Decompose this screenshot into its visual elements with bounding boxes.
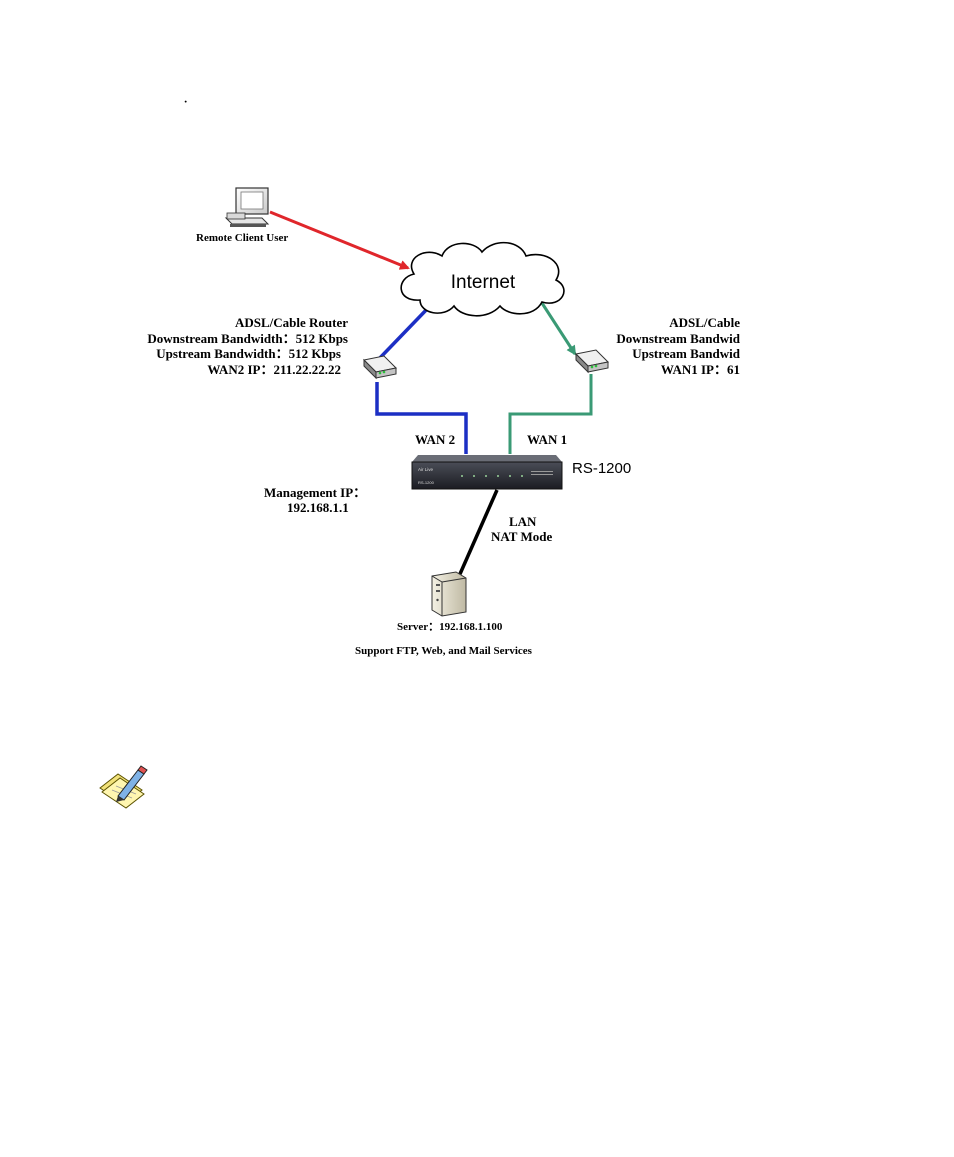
wan2-ip: WAN2 IP：211.22.22.22 — [207, 362, 341, 377]
bullet-marker: · — [183, 94, 189, 111]
wan2-uplink — [374, 304, 432, 364]
wan2-port-label: WAN 2 — [415, 432, 455, 447]
wan1-router-title: ADSL/Cable — [669, 315, 740, 330]
router-icon — [362, 355, 398, 380]
device-model: RS-1200 — [418, 480, 435, 485]
wan2-downstream: Downstream Bandwidth：512 Kbps — [147, 331, 348, 346]
lan-label: LAN — [509, 514, 537, 529]
management-ip-label: Management IP： — [264, 485, 366, 500]
wan1-ip: WAN1 IP：61 — [661, 362, 740, 377]
lan-link — [458, 489, 499, 575]
wan1-uplink — [538, 299, 577, 356]
client-internet-link — [269, 210, 410, 270]
management-ip-value: 192.168.1.1 — [287, 500, 349, 515]
router-icon — [574, 349, 610, 374]
nat-mode-label: NAT Mode — [491, 529, 552, 544]
internet-label: Internet — [451, 272, 516, 293]
rs1200-device: Air Live RS-1200 — [411, 455, 563, 490]
computer-icon — [224, 187, 270, 227]
device-name-label: RS-1200 — [572, 460, 631, 477]
wan1-downlink — [508, 374, 593, 454]
wan2-downlink — [375, 382, 468, 454]
wan1-upstream: Upstream Bandwid — [632, 346, 741, 361]
remote-client-label: Remote Client User — [196, 232, 288, 244]
wan2-router-title: ADSL/Cable Router — [235, 315, 348, 330]
server-services: Support FTP, Web, and Mail Services — [355, 645, 533, 657]
wan1-port-label: WAN 1 — [527, 432, 567, 447]
wan2-upstream: Upstream Bandwidth：512 Kbps — [156, 346, 341, 361]
note-pencil-icon — [99, 765, 148, 809]
server-icon — [431, 571, 467, 617]
cloud-icon — [400, 241, 565, 317]
device-brand: Air Live — [418, 467, 434, 472]
server-label: Server：192.168.1.100 — [397, 621, 503, 633]
wan1-downstream: Downstream Bandwid — [616, 331, 740, 346]
